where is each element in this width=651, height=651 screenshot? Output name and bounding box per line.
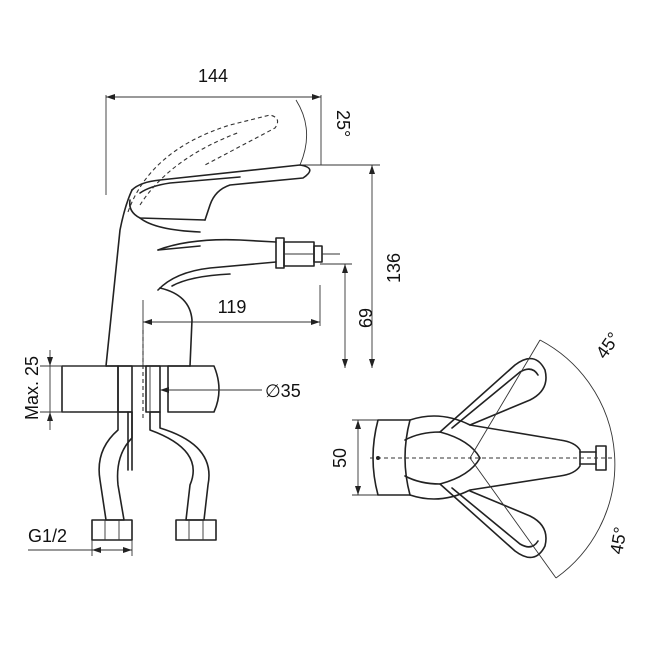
angle-45-bottom-label: 45°	[606, 525, 630, 555]
dimension-144-label: 144	[198, 66, 228, 86]
countertop-section	[40, 365, 220, 413]
center-mark	[376, 456, 380, 460]
angle-45-top-label: 45°	[592, 329, 624, 363]
dimension-119-label: 119	[218, 297, 247, 317]
dimension-diameter-35: ∅35	[160, 381, 301, 401]
dimension-g12-label: G1/2	[28, 526, 67, 546]
dimension-25-angle: 25°	[295, 99, 353, 166]
dimension-144: 144	[105, 66, 322, 195]
dimension-max-25-label: Max. 25	[22, 356, 42, 420]
dimension-g12: G1/2	[28, 526, 133, 556]
dimension-50-label: 50	[330, 448, 350, 468]
dimension-119: 119	[142, 285, 321, 365]
top-view: 50 45° 45°	[330, 329, 631, 579]
dimension-25-angle-label: 25°	[333, 110, 353, 137]
dimension-max-25: Max. 25	[22, 350, 53, 430]
dimension-50: 50	[330, 419, 378, 496]
dimension-136: 136	[300, 164, 404, 368]
dimension-136-label: 136	[384, 253, 404, 283]
mounting-stud	[117, 330, 161, 420]
dimension-diameter-35-label: ∅35	[265, 381, 301, 401]
dimension-69: 69	[320, 263, 376, 368]
side-view: 144 25° 136 69	[22, 66, 404, 556]
faucet-top-outline	[370, 339, 616, 579]
flexible-hoses	[91, 411, 217, 541]
faucet-body	[105, 114, 340, 367]
dimension-69-label: 69	[356, 308, 376, 328]
